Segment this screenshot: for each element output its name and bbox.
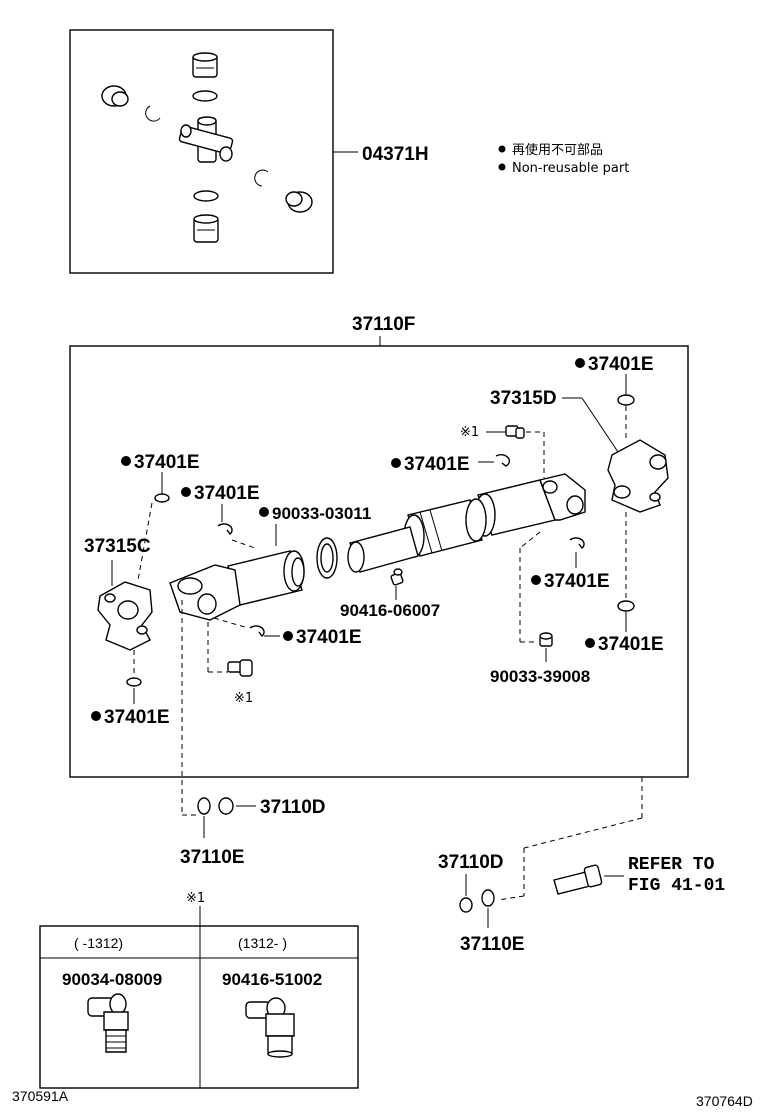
grease-fitting-table [39,925,359,1089]
legend-english: Non-reusable part [512,161,629,176]
bearing-cap-right-icon [285,191,313,213]
nonreusable-bullet-icon [181,487,191,497]
nonreusable-bullet-icon [391,458,401,468]
grease-fitting-straight-icon [87,993,129,1053]
nonreusable-bullet-icon [498,163,506,171]
part-label-37315d: 37315D [490,388,557,409]
shaft-assembly-box [69,345,689,778]
nut-icon [617,394,635,406]
snap-ring-icon [217,523,233,536]
washer-icon [481,889,495,907]
refer-to-line2: FIG 41-01 [628,876,725,896]
part-label-37110e-right: 37110E [460,934,524,955]
grease-fitting-angled-icon [245,997,295,1058]
part-label-37401e-right-low: 37401E [598,634,664,655]
nonreusable-bullet-icon [259,507,269,517]
nut-icon [218,797,234,815]
boot-seal-icon [316,537,338,579]
snap-ring-icon [569,537,585,550]
slip-sleeve-icon [403,498,487,558]
part-label-90416-06007: 90416-06007 [340,601,440,620]
note-mark-bottom: ※1 [234,691,253,706]
part-label-37110d-right: 37110D [438,852,504,873]
table-col1-header: ( -1312) [74,935,123,951]
part-label-37110e-left: 37110E [180,847,244,868]
table-col2-part: 90416-51002 [222,970,322,989]
part-label-37401e-left-mid: 37401E [194,483,260,504]
part-label-37401e-left-low: 37401E [104,707,170,728]
bearing-cap-left-icon [101,85,129,107]
grease-fitting-bottom-icon [227,659,253,677]
part-label-90033-03011: 90033-03011 [272,504,371,523]
nut-icon [617,600,635,612]
note-mark-top: ※1 [460,425,479,440]
nut-icon [154,493,170,503]
part-label-37401e-top-right: 37401E [588,354,654,375]
illustration-code-right: 370764D [696,1093,753,1109]
part-label-37401e-upper-mid: 37401E [404,454,470,475]
flange-yoke-left-icon [97,581,153,651]
part-label-90033-39008: 90033-39008 [490,667,590,686]
part-label-37401e-left-top: 37401E [134,452,200,473]
part-label-37110d-left: 37110D [260,797,326,818]
nonreusable-bullet-icon [498,145,506,153]
table-col1-part: 90034-08009 [62,970,162,989]
bearing-cap-top-icon [192,52,218,78]
grease-fitting-right-icon [539,632,553,647]
shaft-left-half-icon [169,550,305,621]
washer-icon [197,797,211,815]
grease-nipple-icon [390,568,404,586]
part-label-37401e-right-mid: 37401E [544,571,610,592]
grease-fitting-top-icon [505,425,525,439]
cross-kit-box [69,29,358,274]
snap-ring-icon [249,625,265,638]
snap-ring-right-icon [254,169,269,187]
shaft-right-half-icon [474,473,586,537]
part-label-04371h: 04371H [362,144,429,165]
stub-shaft-icon [347,526,419,573]
illustration-code-left: 370591A [12,1088,69,1104]
snap-ring-left-icon [145,105,161,122]
part-label-37401e-lower-left: 37401E [296,627,362,648]
refer-to-line1: REFER TO [628,855,715,875]
snap-ring-top-icon [192,90,218,102]
nonreusable-bullet-icon [121,456,131,466]
table-col2-header: (1312- ) [238,935,287,951]
snap-ring-icon [495,454,511,467]
nonreusable-bullet-icon [575,358,585,368]
part-label-37110f: 37110F [352,314,415,335]
snap-ring-bottom-icon [193,190,219,202]
bearing-cap-bottom-icon [193,214,219,243]
nut-icon [126,677,142,687]
nonreusable-bullet-icon [585,638,595,648]
flange-yoke-right-icon [607,439,669,513]
nonreusable-bullet-icon [283,631,293,641]
nonreusable-bullet-icon [91,711,101,721]
bolt-icon [553,864,603,895]
table-note-mark: ※1 [186,891,205,906]
part-label-37315c: 37315C [84,536,151,557]
legend-japanese: 再使用不可部品 [512,142,603,158]
nut-icon [459,897,473,913]
nonreusable-bullet-icon [531,575,541,585]
spider-cross-icon [178,116,234,163]
